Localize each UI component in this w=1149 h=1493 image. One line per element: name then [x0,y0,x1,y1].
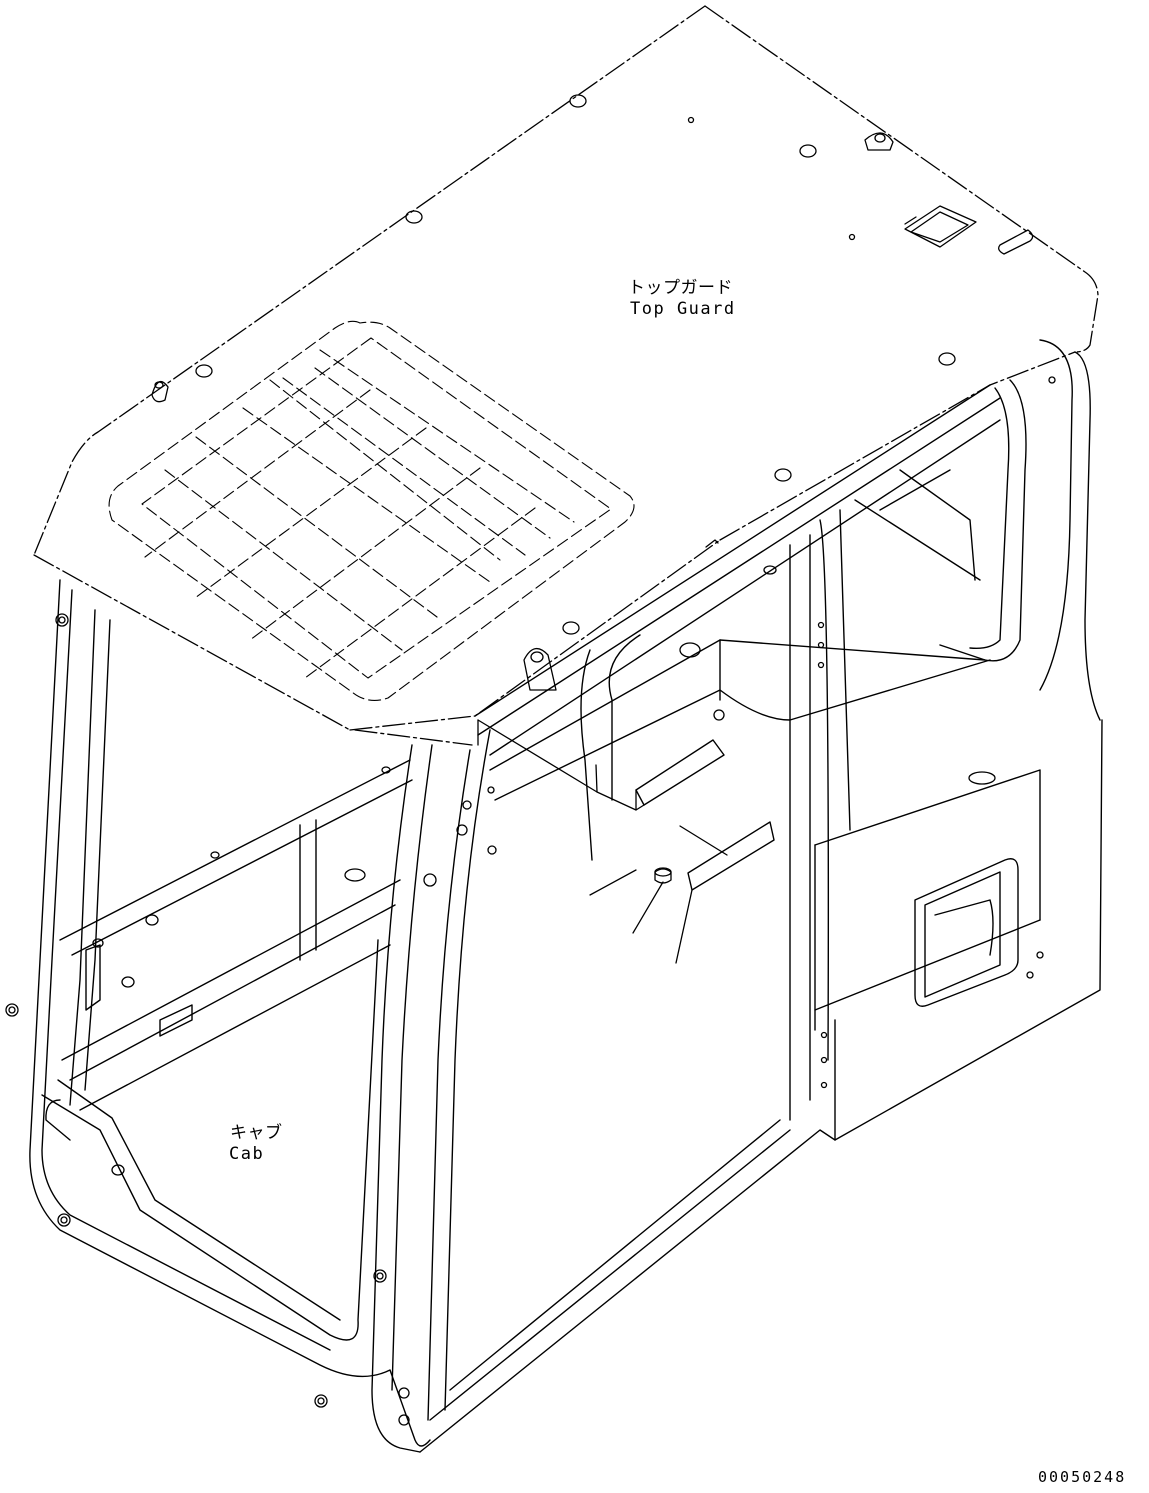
rail-bracket [523,648,557,691]
top-guard-label-en: Top Guard [630,299,736,319]
cab-holes [5,376,1056,1426]
cab-label-en: Cab [229,1144,265,1164]
cab-label-jp: キャブ [230,1123,283,1143]
top-guard-holes [151,94,1034,635]
label-plate-assembly [477,539,775,964]
top-guard-hatch [904,205,977,248]
top-guard-grille [108,320,635,701]
cab-outline [29,339,1103,1453]
top-guard-outline [33,5,1099,746]
top-guard-label-jp: トップガード [628,278,733,298]
drawing-number: 00050248 [1038,1468,1127,1486]
